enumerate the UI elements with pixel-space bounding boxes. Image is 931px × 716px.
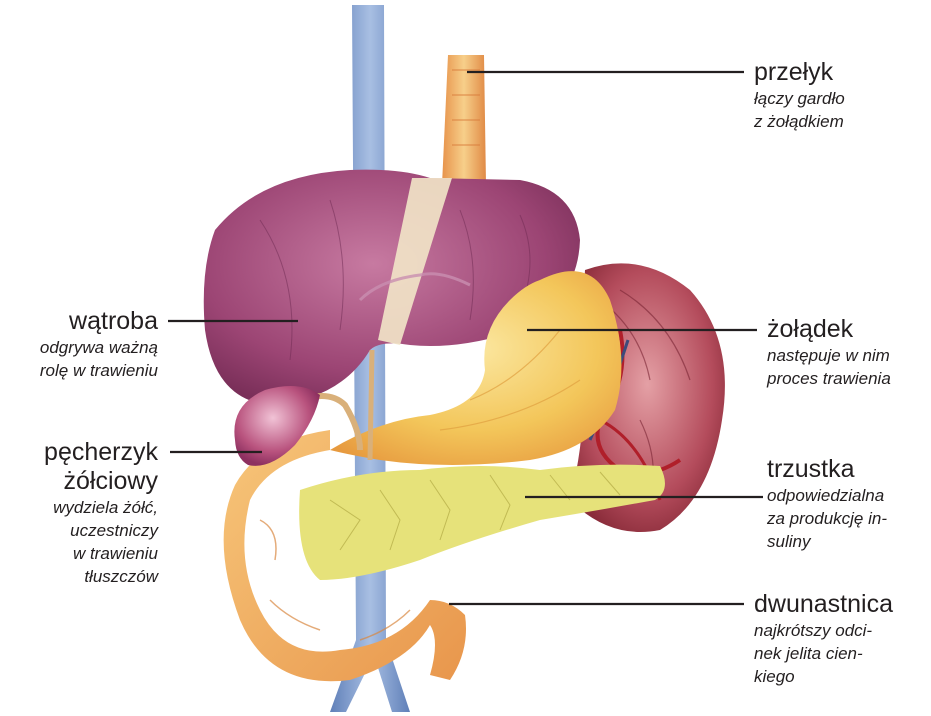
label-trzustka-desc-2: za produkcję in- [767,507,887,530]
label-dwunastnica-name: dwunastnica [754,590,893,619]
label-pecherzyk-desc-4: tłuszczów [44,565,158,588]
label-dwunastnica-desc-1: najkrótszy odci- [754,619,893,642]
esophagus-shape [442,55,486,185]
label-dwunastnica-desc-3: kiego [754,665,893,688]
label-pecherzyk-desc-1: wydziela żółć, [44,496,158,519]
label-pecherzyk-desc-2: uczestniczy [44,519,158,542]
label-przelyk-name: przełyk [754,58,845,87]
label-pecherzyk: pęcherzyk żółciowy wydziela żółć, uczest… [44,438,158,588]
label-dwunastnica: dwunastnica najkrótszy odci- nek jelita … [754,590,893,688]
label-pecherzyk-desc-3: w trawieniu [44,542,158,565]
label-przelyk-desc-1: łączy gardło [754,87,845,110]
label-zoladek: żołądek następuje w nim proces trawienia [767,315,891,390]
label-watroba-desc-1: odgrywa ważną [40,336,158,359]
label-watroba-name: wątroba [40,307,158,336]
label-zoladek-name: żołądek [767,315,891,344]
label-pecherzyk-name-2: żółciowy [44,467,158,496]
label-zoladek-desc-1: następuje w nim [767,344,891,367]
label-zoladek-desc-2: proces trawienia [767,367,891,390]
label-trzustka-name: trzustka [767,455,887,484]
label-przelyk: przełyk łączy gardło z żołądkiem [754,58,845,133]
label-trzustka-desc-1: odpowiedzialna [767,484,887,507]
label-trzustka: trzustka odpowiedzialna za produkcję in-… [767,455,887,553]
label-pecherzyk-name-1: pęcherzyk [44,438,158,467]
label-watroba: wątroba odgrywa ważną rolę w trawieniu [40,307,158,382]
label-watroba-desc-2: rolę w trawieniu [40,359,158,382]
label-przelyk-desc-2: z żołądkiem [754,110,845,133]
label-dwunastnica-desc-2: nek jelita cien- [754,642,893,665]
label-trzustka-desc-3: suliny [767,530,887,553]
